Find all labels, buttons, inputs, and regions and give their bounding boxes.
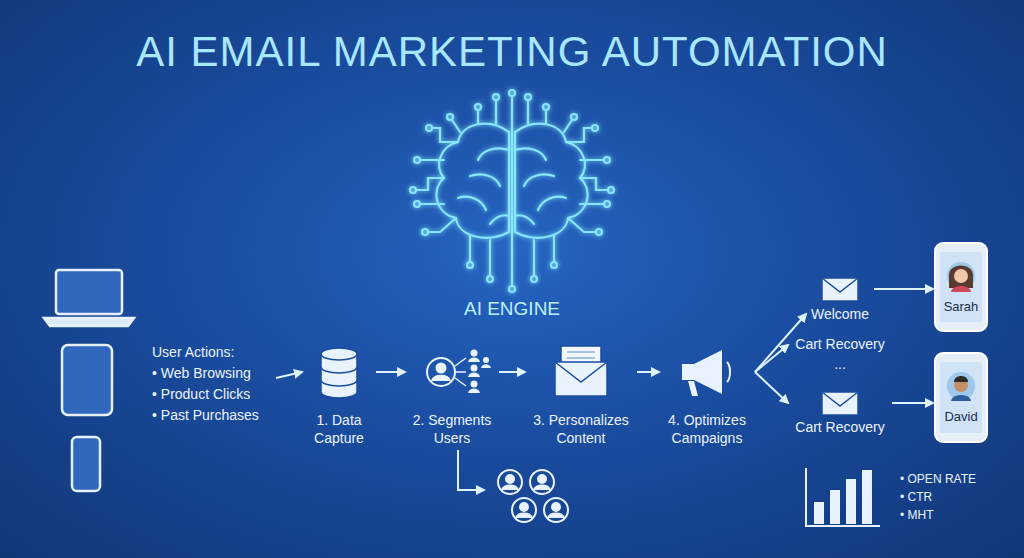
node-text: David: [935, 409, 987, 425]
process-step: 1. Data Capture: [304, 345, 374, 447]
flow-arrow: [276, 372, 302, 378]
node-text: Sarah: [935, 299, 987, 315]
flow-arrow: [499, 371, 525, 373]
email-type: Cart Recovery: [790, 336, 890, 353]
flow-arrow: [755, 372, 788, 403]
node-text: Cart Recovery: [790, 419, 890, 436]
metric-label: • OPEN RATE: [900, 472, 1010, 486]
flow-arrow: [892, 402, 933, 404]
node-text: 1. Data Capture: [304, 411, 374, 447]
node-text: Welcome: [808, 306, 872, 323]
phone-recipient: Sarah: [935, 243, 987, 328]
node-text: 2. Segments Users: [407, 411, 497, 447]
ellipsis: ...: [826, 356, 854, 372]
segment-icon: [427, 350, 491, 394]
megaphone-icon: [682, 350, 730, 396]
process-step: 2. Segments Users: [407, 345, 497, 447]
email-type: Cart Recovery: [790, 390, 890, 436]
user-actions-box: User Actions:• Web Browsing• Product Cli…: [152, 342, 274, 426]
email-type: Welcome: [808, 276, 872, 323]
node-heading: User Actions:: [152, 342, 274, 363]
diagram-title: AI EMAIL MARKETING AUTOMATION: [0, 28, 1024, 76]
engine-label: AI ENGINE: [437, 298, 587, 320]
process-step: 4. Optimizes Campaigns: [661, 345, 753, 447]
metric-label: • CTR: [900, 490, 1010, 504]
node-text: • Product Clicks: [152, 384, 274, 405]
node-text: • Web Browsing: [152, 363, 274, 384]
flow-arrow: [376, 371, 405, 373]
database-icon: [321, 348, 357, 398]
node-text: 3. Personalizes Content: [527, 411, 635, 447]
user-group-icon: [498, 470, 568, 522]
email-icon: [555, 346, 607, 396]
flow-arrow: [755, 345, 788, 372]
flow-arrow: [637, 371, 659, 373]
node-text: • Past Purchases: [152, 405, 274, 426]
brain-icon: [410, 90, 614, 292]
node-text: Cart Recovery: [790, 336, 890, 353]
phone-icon: [935, 243, 987, 442]
bar-chart: [806, 468, 880, 526]
process-step: 3. Personalizes Content: [527, 345, 635, 447]
branch-arrow: [458, 450, 484, 490]
node-text: 4. Optimizes Campaigns: [661, 411, 753, 447]
device-icons: [44, 270, 134, 491]
node-text: AI ENGINE: [437, 298, 587, 320]
flow-arrow: [874, 288, 933, 290]
metric-label: • MHT: [900, 508, 1010, 522]
phone-recipient: David: [935, 353, 987, 438]
